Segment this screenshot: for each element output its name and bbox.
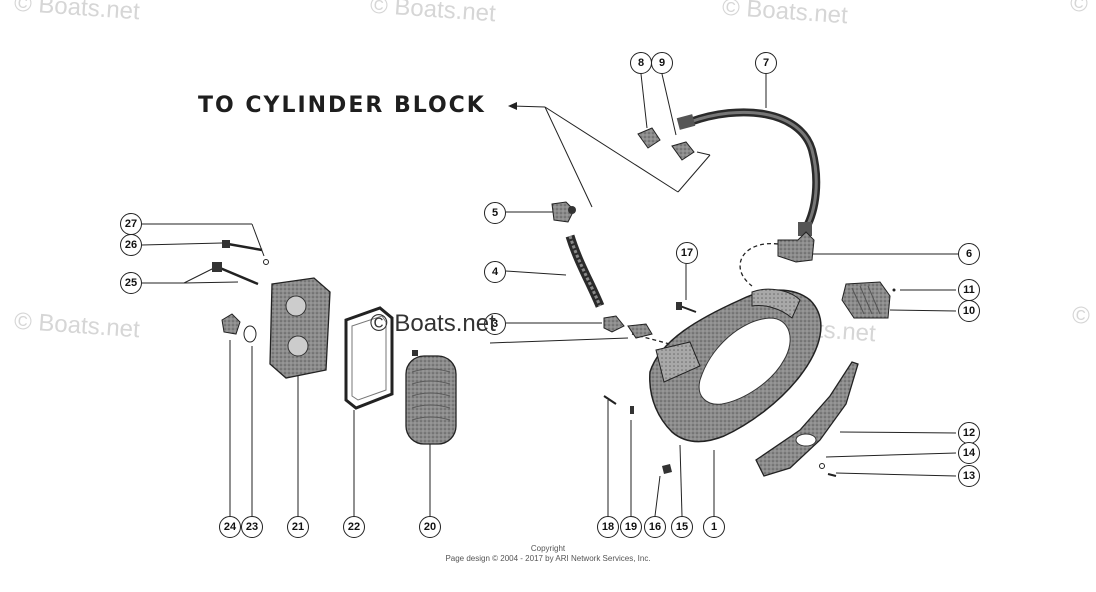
copyright-line: Copyright	[530, 544, 566, 553]
page-design-credit: Page design © 2004 - 2017 by ARI Network…	[445, 554, 651, 563]
callout-3[interactable]: 3	[484, 313, 506, 335]
callout-14[interactable]: 14	[958, 442, 980, 464]
callout-19[interactable]: 19	[620, 516, 642, 538]
callout-11[interactable]: 11	[958, 279, 980, 301]
to-cylinder-block-label: TO CYLINDER BLOCK	[198, 93, 486, 118]
center-watermark: © Boats.net	[370, 310, 496, 337]
callout-25[interactable]: 25	[120, 272, 142, 294]
callout-4[interactable]: 4	[484, 261, 506, 283]
callout-7[interactable]: 7	[755, 52, 777, 74]
callout-26[interactable]: 26	[120, 234, 142, 256]
callout-21[interactable]: 21	[287, 516, 309, 538]
callout-27[interactable]: 27	[120, 213, 142, 235]
callout-22[interactable]: 22	[343, 516, 365, 538]
callout-8[interactable]: 8	[630, 52, 652, 74]
callout-12[interactable]: 12	[958, 422, 980, 444]
callout-10[interactable]: 10	[958, 300, 980, 322]
callout-5[interactable]: 5	[484, 202, 506, 224]
callout-16[interactable]: 16	[644, 516, 666, 538]
callout-18[interactable]: 18	[597, 516, 619, 538]
callout-6[interactable]: 6	[958, 243, 980, 265]
callout-23[interactable]: 23	[241, 516, 263, 538]
callout-15[interactable]: 15	[671, 516, 693, 538]
callout-1[interactable]: 1	[703, 516, 725, 538]
callout-9[interactable]: 9	[651, 52, 673, 74]
callout-13[interactable]: 13	[958, 465, 980, 487]
callout-17[interactable]: 17	[676, 242, 698, 264]
callout-24[interactable]: 24	[219, 516, 241, 538]
callout-20[interactable]: 20	[419, 516, 441, 538]
